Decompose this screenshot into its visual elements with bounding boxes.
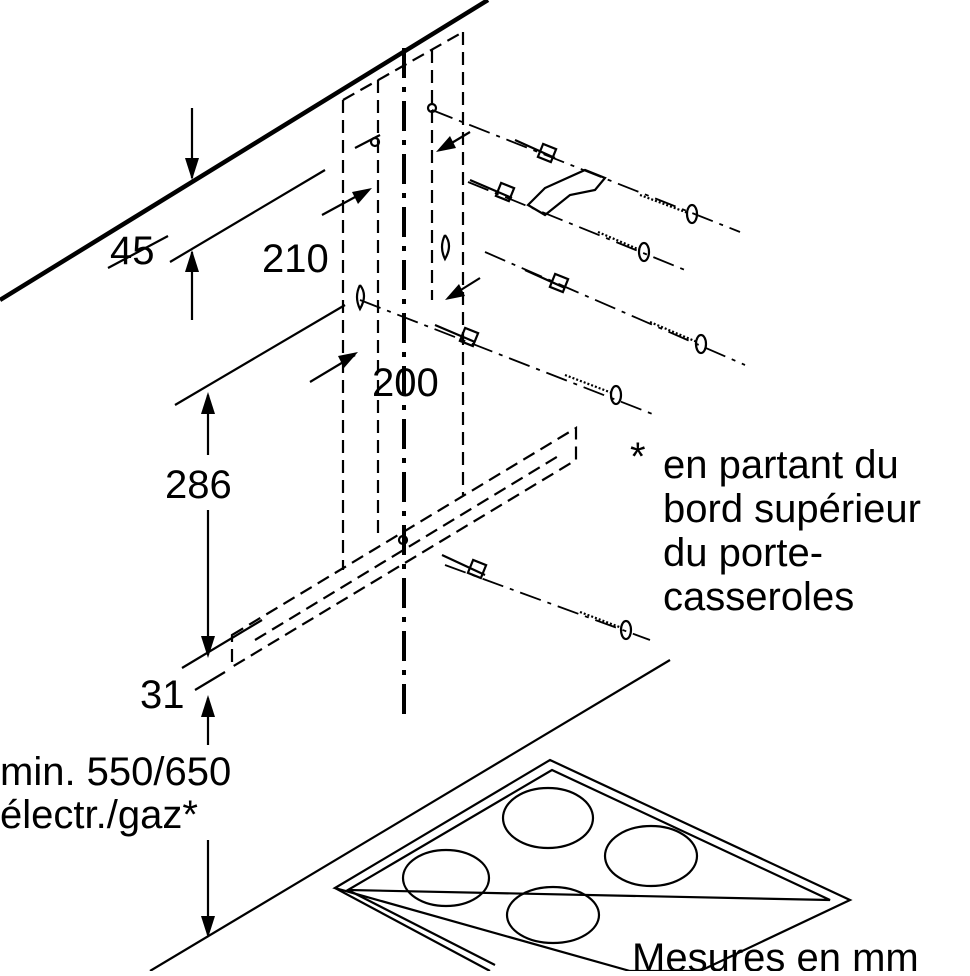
ref-line-31 — [194, 671, 226, 691]
burner-back-left — [501, 786, 595, 850]
arrow-head — [338, 352, 358, 368]
dim-45-ref-line — [169, 169, 326, 263]
mounting-bracket — [526, 168, 607, 217]
wall-plug-4 — [434, 323, 480, 348]
arrow-head — [185, 250, 199, 272]
screw-5 — [579, 610, 633, 641]
drill-hole-rail — [397, 534, 409, 546]
hob-left-inner — [347, 889, 496, 966]
dimension-200: 200 — [372, 361, 439, 405]
screw-line-4 — [359, 299, 656, 416]
ref-line-286-top — [174, 304, 346, 406]
footnote-star: * — [630, 435, 646, 479]
keyhole-lower — [355, 284, 366, 312]
wall-plug-5 — [441, 554, 488, 580]
screw-1 — [639, 193, 699, 225]
burner-back-right — [603, 824, 699, 888]
footnote-line4: casseroles — [663, 575, 854, 619]
pot-rail-outline — [230, 426, 578, 669]
footnote-line2: bord supérieur — [663, 487, 921, 531]
keyhole-upper — [440, 234, 451, 262]
screw-2 — [597, 230, 651, 263]
dimension-min-line1: min. 550/650 — [0, 750, 231, 794]
dimension-210: 210 — [262, 237, 329, 281]
worktop-front-edge — [149, 659, 671, 972]
arrow-head — [436, 136, 456, 152]
arrow-head — [201, 916, 215, 938]
units-note: Mesures en mm — [632, 936, 919, 971]
footnote-line3: du porte- — [663, 531, 823, 575]
dimension-min-line2: électr./gaz* — [0, 793, 198, 837]
wall-plug-2 — [469, 178, 516, 203]
arrow-head — [445, 284, 465, 300]
arrow-head — [201, 695, 215, 717]
arrow-head — [201, 636, 215, 658]
wall-plug-3 — [524, 268, 570, 294]
hob-inner-outline — [344, 768, 831, 902]
burner-front-right — [505, 885, 601, 945]
dimension-45: 45 — [110, 229, 155, 273]
screw-line-5 — [444, 564, 651, 641]
dim-45-ext-line — [107, 235, 169, 269]
ceiling-line — [0, 0, 490, 302]
dimension-286: 286 — [165, 463, 232, 507]
drill-hole-1 — [369, 136, 381, 148]
screw-4 — [564, 373, 623, 406]
hob-outline — [332, 758, 853, 973]
arrow-head — [185, 158, 199, 180]
ref-line-286-bottom — [181, 619, 263, 669]
hob-left-edge — [334, 887, 491, 972]
arrow-head — [201, 392, 215, 414]
burner-front-left — [401, 848, 491, 908]
arrow-head — [352, 188, 372, 204]
drill-hole-2 — [426, 102, 438, 114]
wall-plug-1 — [514, 138, 558, 164]
pot-rail-edge — [254, 454, 561, 641]
dimension-31: 31 — [140, 673, 185, 717]
footnote-line1: en partant du — [663, 443, 899, 487]
screw-3 — [649, 320, 708, 355]
